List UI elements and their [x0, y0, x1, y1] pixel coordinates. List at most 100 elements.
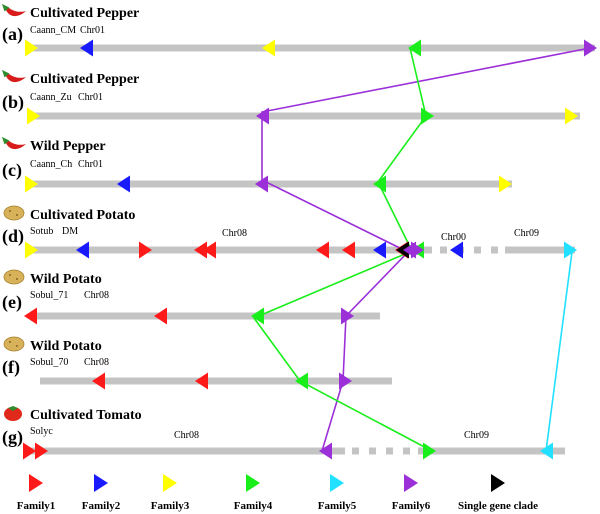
chromosome-label: Chr00 [441, 232, 466, 243]
row-title: Wild Potato [30, 339, 102, 354]
legend-swatch-family6 [404, 474, 418, 492]
gene-triangle-family1 [23, 442, 36, 460]
gene-triangle-family4 [373, 175, 386, 193]
gene-triangle-family2 [450, 241, 463, 259]
row-title: Cultivated Pepper [30, 6, 139, 21]
chromosome-label: Sobul_70 [30, 357, 68, 368]
gene-triangle-family1 [92, 372, 105, 390]
gene-triangle-family1 [203, 241, 216, 259]
potato-icon [3, 336, 25, 352]
chromosome-label: Chr09 [464, 430, 489, 441]
chromosome-label: Chr08 [174, 430, 199, 441]
chromosome-label: Chr09 [514, 228, 539, 239]
gene-triangle-family3 [27, 107, 40, 125]
gene-triangle-family4 [295, 372, 308, 390]
row-letter: (f) [2, 357, 20, 378]
chromosome-track [30, 112, 580, 120]
chromosome-label: Caann_CM [30, 25, 76, 36]
gene-triangle-family6 [255, 175, 268, 193]
potato-icon [3, 205, 25, 221]
gene-triangle-family1 [195, 372, 208, 390]
gene-triangle-family2 [76, 241, 89, 259]
synteny-link-family5 [545, 251, 573, 452]
row-letter: (c) [2, 160, 22, 181]
gene-triangle-family6 [584, 39, 597, 57]
gene-triangle-family3 [25, 39, 38, 57]
legend-swatch-family5 [330, 474, 344, 492]
row-letter: (d) [2, 226, 24, 247]
gene-triangle-family3 [499, 175, 512, 193]
row-letter: (g) [2, 427, 23, 448]
legend-label: Family2 [82, 500, 121, 512]
chromosome-track [40, 377, 392, 385]
gene-triangle-family1 [194, 241, 207, 259]
gene-triangle-family6 [256, 107, 269, 125]
chromosome-track [505, 246, 575, 254]
row-letter: (a) [2, 24, 23, 45]
gene-triangle-single [396, 241, 409, 259]
chromosome-label: Chr08 [222, 228, 247, 239]
chromosome-track [30, 44, 595, 52]
gene-triangle-family4 [251, 307, 264, 325]
legend-label: Family5 [318, 500, 357, 512]
gene-triangle-family2 [80, 39, 93, 57]
row-title: Wild Potato [30, 272, 102, 287]
gene-triangle-family4 [421, 107, 434, 125]
chromosome-label: Chr01 [78, 92, 103, 103]
chili-pepper-icon [1, 136, 26, 150]
row-title: Cultivated Tomato [30, 408, 142, 423]
legend-label: Family1 [17, 500, 56, 512]
gene-triangle-family6 [339, 372, 352, 390]
gene-triangle-family2 [373, 241, 386, 259]
chromosome-label: Chr08 [84, 357, 109, 368]
legend-label: Family6 [392, 500, 431, 512]
chromosome-label: DM [62, 226, 78, 237]
gene-triangle-family6 [319, 442, 332, 460]
chromosome-label: Caann_Zu [30, 92, 72, 103]
row-title: Cultivated Pepper [30, 72, 139, 87]
gene-triangle-family1 [316, 241, 329, 259]
labels [1, 3, 26, 421]
gene-triangle-family4 [423, 442, 436, 460]
gene-triangle-family3 [262, 39, 275, 57]
gene-triangle-family3 [25, 175, 38, 193]
gene-triangle-family2 [117, 175, 130, 193]
legend-swatch-family4 [246, 474, 260, 492]
gene-triangle-family1 [342, 241, 355, 259]
chromosome-track [30, 312, 380, 320]
gene-triangle-family1 [139, 241, 152, 259]
chromosome-track [30, 447, 345, 455]
legend-label: Family4 [234, 500, 273, 512]
chromosome-track [418, 447, 565, 455]
row-letter: (b) [2, 92, 24, 113]
chili-pepper-icon [1, 69, 26, 83]
gene-markers [23, 39, 597, 492]
gene-triangle-family1 [35, 442, 48, 460]
row-title: Wild Pepper [30, 139, 106, 154]
gene-triangle-family3 [25, 241, 38, 259]
chromosome-label: Sobul_71 [30, 290, 68, 301]
gene-triangle-family4 [408, 39, 421, 57]
gene-triangle-family6 [341, 307, 354, 325]
gene-triangle-family5 [540, 442, 553, 460]
chromosome-label: Solyc [30, 426, 53, 437]
gene-triangle-family5 [564, 241, 577, 259]
chromosome-label: Chr01 [78, 159, 103, 170]
row-title: Cultivated Potato [30, 208, 135, 223]
chromosome-label: Chr01 [80, 25, 105, 36]
gene-triangle-family3 [565, 107, 578, 125]
legend-label: Family3 [151, 500, 190, 512]
chromosome-label: Sotub [30, 226, 53, 237]
legend-swatch-single [491, 474, 505, 492]
gene-triangle-family1 [24, 307, 37, 325]
chromosome-label: Chr08 [84, 290, 109, 301]
legend-swatch-family2 [94, 474, 108, 492]
gene-triangle-family1 [154, 307, 167, 325]
chili-pepper-icon [1, 3, 26, 17]
tomato-icon [4, 406, 22, 421]
row-letter: (e) [2, 292, 22, 313]
chromosome-tracks [30, 44, 595, 455]
potato-icon [3, 269, 25, 285]
legend-label: Single gene clade [458, 500, 538, 512]
